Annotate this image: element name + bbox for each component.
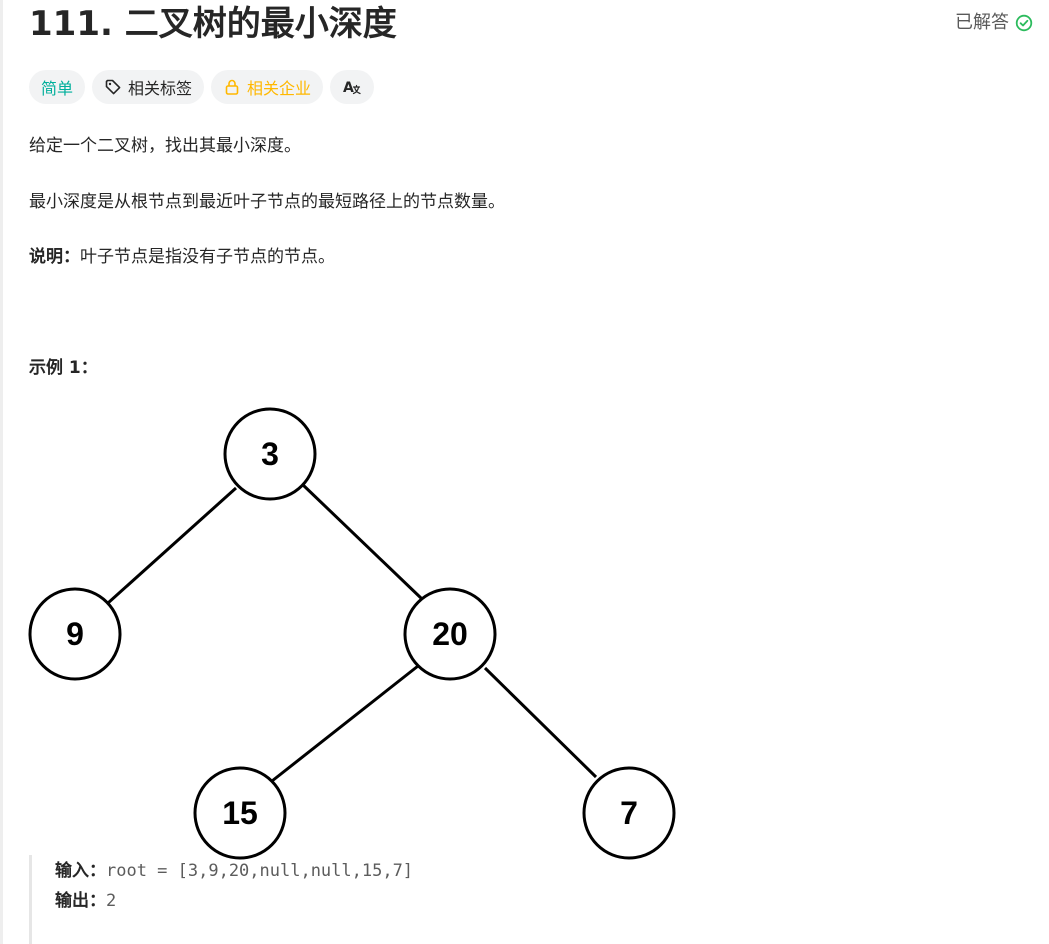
svg-text:A: A bbox=[343, 80, 354, 96]
related-companies-button[interactable]: 相关企业 bbox=[211, 70, 324, 104]
difficulty-badge: 简单 bbox=[29, 70, 86, 104]
problem-tags: 简单 相关标签 相关企业 A bbox=[29, 70, 375, 104]
tree-edge bbox=[483, 666, 598, 779]
input-value: root = [3,9,20,null,null,15,7] bbox=[106, 861, 414, 881]
svg-text:20: 20 bbox=[432, 616, 468, 652]
panel-divider[interactable] bbox=[0, 0, 3, 944]
tag-icon bbox=[105, 79, 121, 95]
output-label: 输出： bbox=[55, 891, 106, 911]
svg-text:9: 9 bbox=[66, 616, 84, 652]
lock-icon bbox=[225, 79, 239, 95]
example-output: 输出：2 bbox=[55, 886, 729, 916]
solved-status-label: 已解答 bbox=[955, 12, 1009, 33]
note-label: 说明： bbox=[29, 247, 80, 267]
difficulty-label: 简单 bbox=[41, 79, 74, 98]
solved-status: 已解答 bbox=[955, 10, 1033, 36]
related-tags-button[interactable]: 相关标签 bbox=[92, 70, 205, 104]
tree-node: 3 bbox=[223, 407, 317, 501]
description-paragraph: 给定一个二叉树，找出其最小深度。 bbox=[29, 136, 301, 156]
problem-title[interactable]: 111. 二叉树的最小深度 bbox=[29, 4, 397, 44]
tree-node: 15 bbox=[193, 766, 287, 860]
example-title: 示例 1： bbox=[29, 358, 98, 378]
translate-button[interactable]: A bbox=[330, 70, 375, 104]
example-io-block: 输入：root = [3,9,20,null,null,15,7] 输出：2 bbox=[29, 855, 729, 944]
description-paragraph: 最小深度是从根节点到最近叶子节点的最短路径上的节点数量。 bbox=[29, 192, 505, 212]
svg-text:3: 3 bbox=[261, 436, 279, 472]
tree-edge bbox=[300, 482, 424, 601]
translate-icon: A bbox=[343, 80, 361, 96]
description-note: 说明：叶子节点是指没有子节点的节点。 bbox=[29, 245, 335, 269]
related-tags-label: 相关标签 bbox=[128, 79, 193, 98]
tree-edge bbox=[271, 664, 419, 783]
svg-text:15: 15 bbox=[222, 795, 258, 831]
check-circle-icon bbox=[1015, 14, 1033, 32]
svg-text:7: 7 bbox=[620, 795, 638, 831]
tree-node: 9 bbox=[28, 587, 122, 681]
tree-node: 7 bbox=[582, 766, 676, 860]
note-text: 叶子节点是指没有子节点的节点。 bbox=[80, 247, 335, 267]
output-value: 2 bbox=[106, 891, 117, 911]
input-label: 输入： bbox=[55, 861, 106, 881]
example-tree-image: 3 9 20 15 7 bbox=[28, 407, 676, 860]
related-companies-label: 相关企业 bbox=[247, 79, 312, 98]
tree-edge bbox=[106, 486, 238, 605]
tree-node: 20 bbox=[403, 587, 497, 681]
example-input: 输入：root = [3,9,20,null,null,15,7] bbox=[55, 856, 729, 886]
